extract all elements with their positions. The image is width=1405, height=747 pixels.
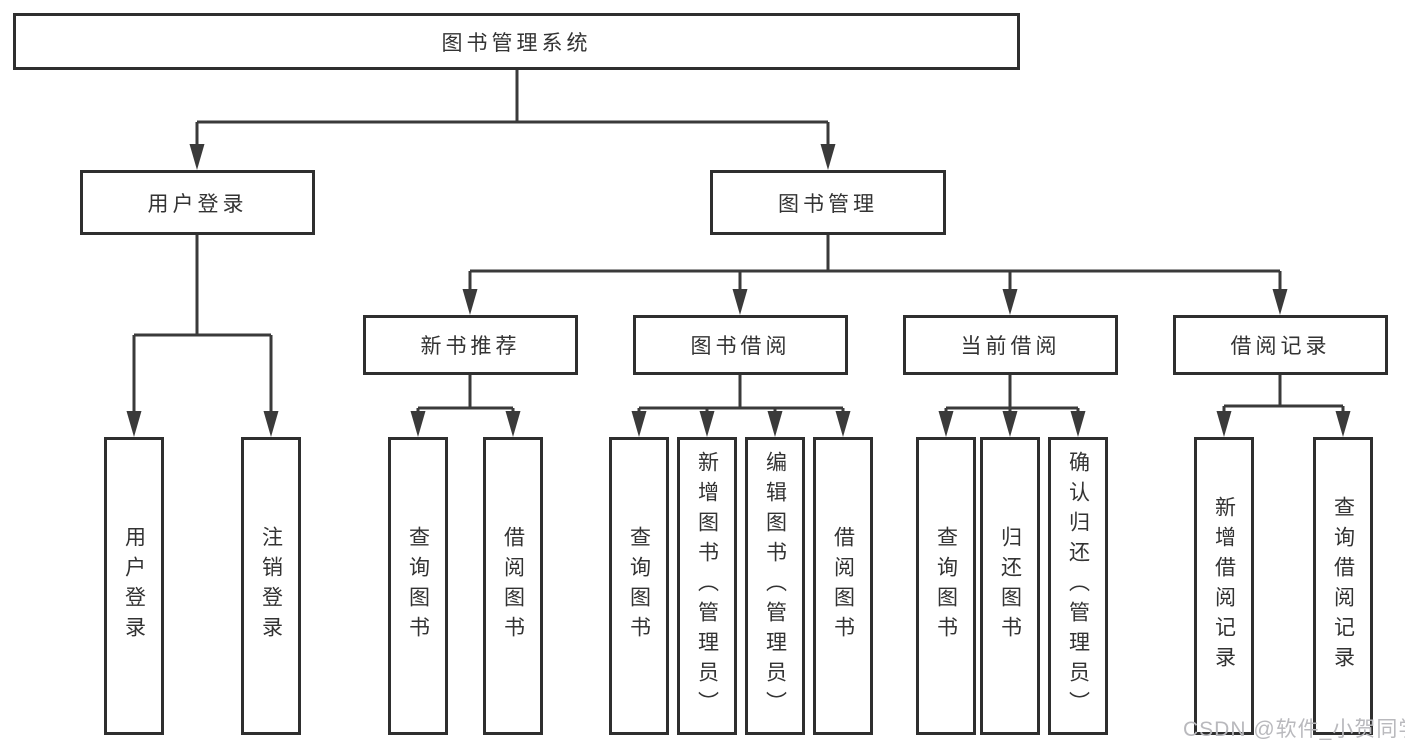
node-book-management: 图书管理 xyxy=(710,170,946,235)
leaf-logout: 注销登录 xyxy=(241,437,301,735)
node-user-login: 用户登录 xyxy=(80,170,315,235)
arrowheads xyxy=(126,144,1351,437)
leaf-borrow-books-recommend: 借阅图书 xyxy=(483,437,543,735)
leaf-edit-book-admin: 编辑图书（管理员） xyxy=(745,437,805,735)
leaf-query-books-borrowing: 查询图书 xyxy=(609,437,669,735)
csdn-watermark: CSDN @软件_小贺同学 xyxy=(1183,718,1405,741)
leaf-confirm-return-admin: 确认归还（管理员） xyxy=(1048,437,1108,735)
leaf-label: 新增借阅记录 xyxy=(1212,496,1236,676)
leaf-query-borrow-record: 查询借阅记录 xyxy=(1313,437,1373,735)
leaf-label: 查询图书 xyxy=(934,526,958,646)
node-current-borrowing: 当前借阅 xyxy=(903,315,1118,375)
leaf-return-books: 归还图书 xyxy=(980,437,1040,735)
node-borrowing-records: 借阅记录 xyxy=(1173,315,1388,375)
leaf-add-borrow-record: 新增借阅记录 xyxy=(1194,437,1254,735)
leaf-user-login: 用户登录 xyxy=(104,437,164,735)
leaf-add-book-admin: 新增图书（管理员） xyxy=(677,437,737,735)
node-library-management-system: 图书管理系统 xyxy=(13,13,1020,70)
leaf-label: 确认归还（管理员） xyxy=(1066,451,1090,721)
leaf-label: 注销登录 xyxy=(259,526,283,646)
leaf-label: 新增图书（管理员） xyxy=(695,451,719,721)
leaf-label: 借阅图书 xyxy=(501,526,525,646)
node-new-book-recommend: 新书推荐 xyxy=(363,315,578,375)
leaf-query-books-current: 查询图书 xyxy=(916,437,976,735)
leaf-label: 用户登录 xyxy=(122,526,146,646)
leaf-label: 编辑图书（管理员） xyxy=(763,451,787,721)
leaf-label: 借阅图书 xyxy=(831,526,855,646)
leaf-label: 查询借阅记录 xyxy=(1331,496,1355,676)
leaf-label: 查询图书 xyxy=(627,526,651,646)
node-book-borrowing: 图书借阅 xyxy=(633,315,848,375)
leaf-label: 归还图书 xyxy=(998,526,1022,646)
leaf-query-books-recommend: 查询图书 xyxy=(388,437,448,735)
leaf-label: 查询图书 xyxy=(406,526,430,646)
leaf-borrow-books: 借阅图书 xyxy=(813,437,873,735)
